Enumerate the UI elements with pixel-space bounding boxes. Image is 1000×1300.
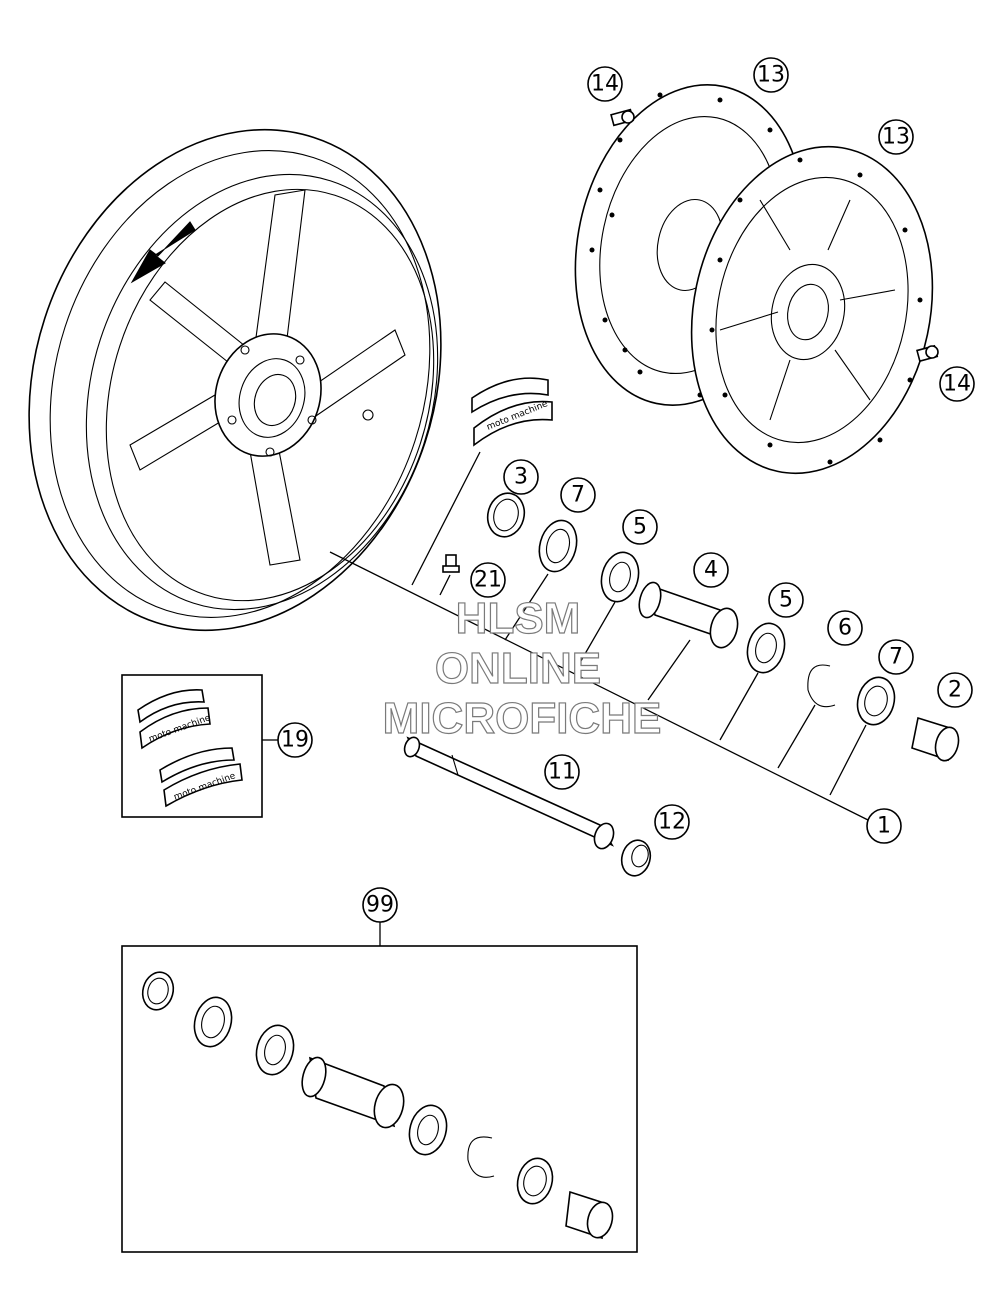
leader-7a bbox=[504, 573, 549, 641]
spacer-part bbox=[486, 492, 526, 538]
svg-text:1: 1 bbox=[877, 814, 891, 839]
axle-nut bbox=[620, 839, 652, 877]
svg-text:13: 13 bbox=[882, 125, 910, 150]
svg-text:6: 6 bbox=[838, 616, 852, 641]
bearing-kit-parts bbox=[141, 971, 614, 1240]
callout-7-right: 7 bbox=[878, 639, 914, 675]
axle-center-line bbox=[329, 551, 869, 821]
svg-text:5: 5 bbox=[779, 588, 793, 613]
brake-disc-front bbox=[690, 145, 934, 475]
callout-6: 6 bbox=[827, 610, 863, 646]
watermark-line-1: HLSM bbox=[456, 594, 581, 643]
svg-text:5: 5 bbox=[633, 515, 647, 540]
leader-6 bbox=[777, 704, 816, 769]
bearing-right bbox=[746, 622, 786, 674]
callout-12: 12 bbox=[654, 804, 690, 840]
watermark-line-3: MICROFICHE bbox=[383, 694, 662, 743]
axle-shaft bbox=[403, 736, 615, 850]
leader-4 bbox=[647, 639, 691, 701]
callout-11: 11 bbox=[544, 754, 580, 790]
callout-19: 19 bbox=[277, 722, 313, 758]
svg-text:14: 14 bbox=[591, 72, 619, 97]
circlip bbox=[807, 664, 836, 708]
leader-21 bbox=[439, 574, 451, 596]
oil-seal-left bbox=[538, 519, 578, 573]
leader-decal bbox=[411, 451, 481, 586]
leader-5a bbox=[577, 601, 616, 667]
svg-text:7: 7 bbox=[889, 645, 903, 670]
spacer-right bbox=[911, 716, 960, 762]
watermark: HLSM ONLINE MICROFICHE bbox=[382, 593, 662, 743]
rim-decal: moto machine bbox=[471, 377, 553, 447]
svg-text:3: 3 bbox=[514, 465, 528, 490]
svg-text:99: 99 bbox=[366, 893, 394, 918]
callout-13-rear-disc: 13 bbox=[753, 57, 789, 93]
svg-text:21: 21 bbox=[474, 568, 502, 593]
bearing-left bbox=[600, 551, 640, 603]
oil-seal-right bbox=[856, 676, 896, 726]
callout-5-right: 5 bbox=[768, 582, 804, 618]
disc-bolt-upper bbox=[610, 108, 635, 127]
svg-text:14: 14 bbox=[943, 372, 971, 397]
watermark-line-2: ONLINE bbox=[435, 644, 601, 693]
callout-7-left: 7 bbox=[560, 477, 596, 513]
svg-text:11: 11 bbox=[548, 760, 576, 785]
distance-tube bbox=[638, 581, 739, 649]
svg-text:2: 2 bbox=[948, 678, 962, 703]
callout-5-left: 5 bbox=[622, 509, 658, 545]
disc-bolt-lower bbox=[916, 344, 939, 363]
svg-text:12: 12 bbox=[658, 810, 686, 835]
wheel-rim bbox=[28, 128, 442, 632]
rotation-arrow-icon bbox=[130, 221, 196, 284]
svg-text:7: 7 bbox=[571, 483, 585, 508]
callout-2: 2 bbox=[937, 672, 973, 708]
callout-14-upper: 14 bbox=[587, 66, 623, 102]
leader-7b bbox=[829, 724, 867, 796]
callout-14-lower: 14 bbox=[939, 366, 975, 402]
callout-21: 21 bbox=[470, 562, 506, 598]
callout-3: 3 bbox=[503, 459, 539, 495]
svg-text:13: 13 bbox=[757, 63, 785, 88]
callout-13-front-disc: 13 bbox=[878, 119, 914, 155]
callout-4: 4 bbox=[693, 552, 729, 588]
leader-5b bbox=[719, 672, 759, 741]
callout-99: 99 bbox=[362, 887, 398, 923]
svg-text:19: 19 bbox=[281, 728, 309, 753]
svg-text:4: 4 bbox=[704, 558, 718, 583]
valve-part bbox=[442, 554, 460, 573]
callout-1: 1 bbox=[866, 808, 902, 844]
